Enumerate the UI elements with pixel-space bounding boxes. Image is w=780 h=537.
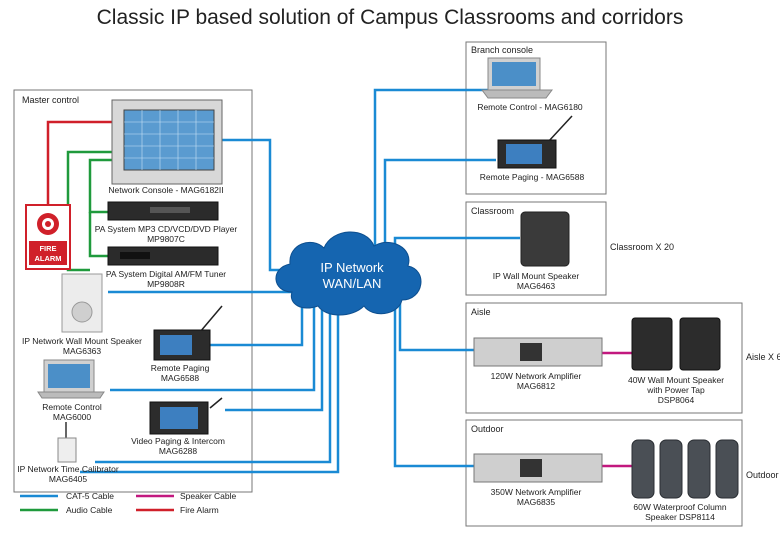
cloud-label-line2: WAN/LAN xyxy=(323,276,382,291)
remote-control-master-label-2: MAG6000 xyxy=(53,412,92,422)
amp-120-label-2: MAG6812 xyxy=(517,381,556,391)
mp3-player-label-2: MP9807C xyxy=(147,234,185,244)
remote-control-branch-label: Remote Control - MAG6180 xyxy=(477,102,583,112)
video-paging-label-2: MAG6288 xyxy=(159,446,198,456)
column-speaker-device: 60W Waterproof Column Speaker DSP8114 xyxy=(631,439,739,522)
classroom-speaker-device: IP Wall Mount Speaker MAG6463 xyxy=(493,211,580,291)
network-console-device: Network Console - MAG6182II xyxy=(108,99,224,195)
classroom-speaker-label-1: IP Wall Mount Speaker xyxy=(493,271,580,281)
fire-alarm-cable xyxy=(46,120,118,205)
remote-paging-master-label-2: MAG6588 xyxy=(161,373,200,383)
ip-network-cloud: IP Network WAN/LAN xyxy=(275,231,422,316)
cloud-label-line1: IP Network xyxy=(320,260,384,275)
classroom-panel: Classroom xyxy=(465,201,607,296)
wall-speaker-40-label-2: with Power Tap xyxy=(646,385,705,395)
wall-speaker-master-label-2: MAG6363 xyxy=(63,346,102,356)
aisle-label: Aisle xyxy=(471,307,491,317)
classroom-speaker-label-2: MAG6463 xyxy=(517,281,556,291)
classroom-count-label: Classroom X 20 xyxy=(610,242,674,252)
time-calibrator-label-2: MAG6405 xyxy=(49,474,88,484)
remote-paging-master-device: Remote Paging MAG6588 xyxy=(151,305,223,383)
remote-control-branch-device: Remote Control - MAG6180 xyxy=(477,57,583,112)
video-paging-label-1: Video Paging & Intercom xyxy=(131,436,225,446)
branch-console-label: Branch console xyxy=(471,45,533,55)
video-paging-device: Video Paging & Intercom MAG6288 xyxy=(131,397,225,456)
legend-fire-label: Fire Alarm xyxy=(180,505,219,515)
legend: CAT-5 Cable Audio Cable Speaker Cable Fi… xyxy=(20,491,237,515)
wall-speaker-master-label-1: IP Network Wall Mount Speaker xyxy=(22,336,142,346)
outdoor-side-label: Outdoor xyxy=(746,470,779,480)
legend-cat5-label: CAT-5 Cable xyxy=(66,491,114,501)
fire-alarm-text-2: ALARM xyxy=(34,254,61,263)
amp-120-label-1: 120W Network Amplifier xyxy=(491,371,582,381)
mp3-player-label-1: PA System MP3 CD/VCD/DVD Player xyxy=(95,224,238,234)
fire-alarm-text-1: FIRE xyxy=(39,244,56,253)
remote-paging-branch-label: Remote Paging - MAG6588 xyxy=(480,172,585,182)
branch-console-panel: Branch console xyxy=(465,41,607,195)
time-calibrator-device: IP Network Time Calibrator MAG6405 xyxy=(17,422,119,484)
outdoor-panel: Outdoor xyxy=(465,419,743,527)
amp-350-label-1: 350W Network Amplifier xyxy=(491,487,582,497)
remote-paging-master-label-1: Remote Paging xyxy=(151,363,210,373)
aisle-count-label: Aisle X 6 xyxy=(746,352,780,362)
page-title: Classic IP based solution of Campus Clas… xyxy=(96,6,684,29)
speaker-cables xyxy=(602,351,632,468)
aisle-panel: Aisle xyxy=(465,302,743,414)
wall-speaker-master-device: IP Network Wall Mount Speaker MAG6363 xyxy=(22,273,142,356)
mp3-player-device: PA System MP3 CD/VCD/DVD Player MP9807C xyxy=(95,201,238,244)
tuner-label-1: PA System Digital AM/FM Tuner xyxy=(106,269,226,279)
remote-control-master-label-1: Remote Control xyxy=(42,402,102,412)
classroom-label: Classroom xyxy=(471,206,514,216)
fire-alarm-device: FIRE ALARM xyxy=(25,204,71,270)
column-speaker-label-1: 60W Waterproof Column xyxy=(633,502,726,512)
tuner-device: PA System Digital AM/FM Tuner MP9808R xyxy=(106,246,226,289)
remote-control-master-device: Remote Control MAG6000 xyxy=(37,359,105,422)
time-calibrator-label-1: IP Network Time Calibrator xyxy=(17,464,119,474)
remote-paging-branch-device: Remote Paging - MAG6588 xyxy=(480,115,585,182)
outdoor-label: Outdoor xyxy=(471,424,504,434)
column-speaker-label-2: Speaker DSP8114 xyxy=(645,512,715,522)
legend-audio-label: Audio Cable xyxy=(66,505,113,515)
master-control-label: Master control xyxy=(22,95,79,105)
amp-350-label-2: MAG6835 xyxy=(517,497,556,507)
amp-350-device: 350W Network Amplifier MAG6835 xyxy=(473,453,603,507)
wall-speaker-40-label-3: DSP8064 xyxy=(658,395,695,405)
tuner-label-2: MP9808R xyxy=(147,279,185,289)
legend-speaker-label: Speaker Cable xyxy=(180,491,237,501)
wall-speaker-40-label-1: 40W Wall Mount Speaker xyxy=(628,375,724,385)
amp-120-device: 120W Network Amplifier MAG6812 xyxy=(473,337,603,391)
network-console-label: Network Console - MAG6182II xyxy=(108,185,223,195)
wall-speaker-40-device: 40W Wall Mount Speaker with Power Tap DS… xyxy=(628,317,724,405)
